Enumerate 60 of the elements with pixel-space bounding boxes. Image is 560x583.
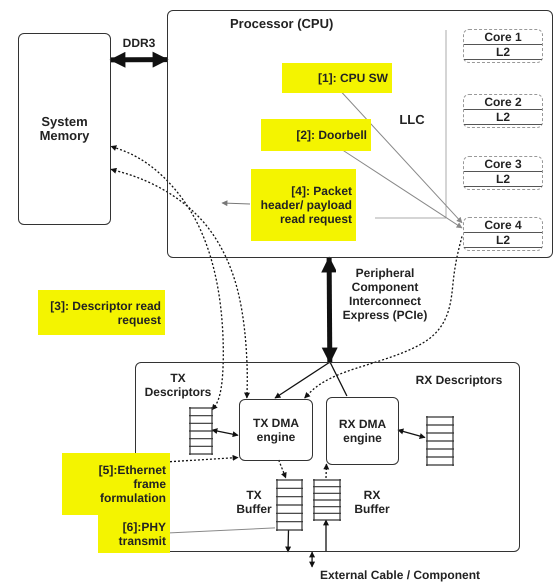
step-callout [282,63,392,93]
step-callout [98,515,170,553]
box-label: [2]: Doorbell [296,128,367,142]
queue-stack [426,416,454,466]
core-box [463,29,543,63]
connector-arrow [278,460,287,479]
leader-line [342,150,462,228]
connector-arrow [170,454,239,462]
cache-label: L2 [464,109,542,125]
queue-label: TX Buffer [235,488,273,516]
step-callout [38,290,165,335]
cache-label: L2 [464,171,542,187]
core-box [463,156,543,190]
step-callout [261,119,371,151]
core-label: Core 2 [483,95,523,109]
box-heading: Processor (CPU) [230,17,334,31]
connector-arrow [109,52,169,68]
cache-label: L2 [464,232,542,248]
connector-arrow [110,168,250,399]
dma-engine-box [326,397,399,465]
leader-line [170,527,276,534]
connector-arrow [211,428,239,438]
box-label: System Memory [38,115,90,143]
core-label: Core 1 [483,30,523,44]
core-box [463,94,543,128]
box-label: [6]:PHY transmit [118,520,166,548]
leader-line [221,200,250,206]
processor-box [167,10,553,258]
queue-stack [313,479,341,521]
connector-arrow [323,463,330,478]
queue-label: RX Buffer [353,488,391,516]
arrow [323,519,329,552]
box-label: TX DMA engine [252,416,300,444]
leader-line [341,92,462,224]
dma-engine-box [239,399,313,461]
connector-arrow [309,551,316,568]
connector-arrow [321,256,338,364]
cable-label: External Cable / Component [320,568,480,582]
box-label: RX DMA engine [338,417,388,445]
cache-region-label: LLC [398,113,426,127]
box-label: [3]: Descriptor read request [49,298,161,326]
step-callout [62,453,170,515]
cache-label: L2 [464,44,542,60]
memory-box [18,33,111,225]
arrow [274,361,330,399]
core-box [463,217,543,251]
box-label: [5]:Ethernet frame formulation [98,463,166,505]
connector-arrow [397,428,426,439]
queue-stack [276,479,303,531]
box-label: [1]: CPU SW [318,71,388,85]
box-label: [4]: Packet header/ payload read request [260,184,352,226]
connector-arrow [304,236,463,398]
queue-label: TX Descriptors [144,371,212,399]
queue-label: RX Descriptors [414,373,504,387]
connector-arrow [110,145,224,410]
core-label: Core 3 [483,157,523,171]
arrow [285,530,292,553]
core-label: Core 4 [483,218,523,232]
step-callout [251,169,356,241]
queue-stack [189,407,213,455]
